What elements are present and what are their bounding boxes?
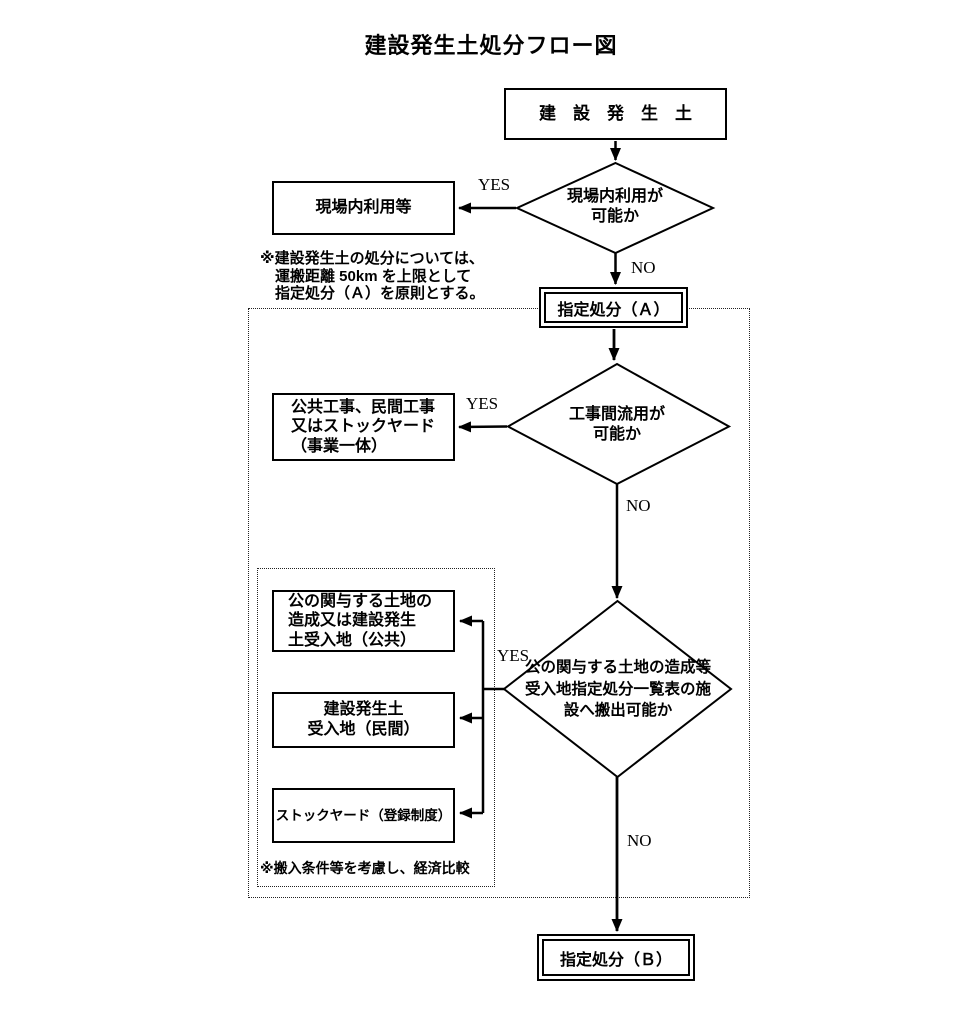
decision2-yes-label: YES [466, 394, 499, 413]
decision1-yes-label: YES [478, 175, 511, 194]
decision1-text: 現場内利用が 可能か [566, 188, 663, 225]
economic-comparison-note: ※搬入条件等を考慮し、経済比較 [260, 860, 470, 876]
designated-disposal-b-node: 指定処分（Ｂ） [537, 934, 695, 981]
decision3-text: 公の関与する土地の造成等 受入地指定処分一覧表の施 設へ搬出可能か [524, 658, 711, 719]
stockyard-node: ストックヤード（登録制度） [272, 788, 455, 843]
receiving-site-options-region [257, 568, 495, 887]
designated-disposal-b-label: 指定処分（Ｂ） [542, 939, 690, 976]
page-title: 建設発生土処分フロー図 [364, 33, 618, 58]
designated-disposal-a-node: 指定処分（Ａ） [539, 287, 688, 328]
decision1-no-label: NO [631, 258, 656, 277]
interproject-use-node: 公共工事、民間工事 又はストックヤード （事業一体） [272, 393, 455, 461]
decision2-no-label: NO [626, 496, 651, 515]
start-node: 建 設 発 生 土 [504, 88, 727, 140]
onsite-use-node: 現場内利用等 [272, 181, 455, 235]
public-land-node: 公の関与する土地の 造成又は建設発生 土受入地（公共） [272, 590, 455, 652]
designated-disposal-a-label: 指定処分（Ａ） [544, 292, 683, 323]
disposal-rule-note: ※建設発生土の処分については、 運搬距離 50km を上限として 指定処分（Ａ）… [260, 250, 485, 302]
private-land-node: 建設発生土 受入地（民間） [272, 692, 455, 748]
decision2-text: 工事間流用が 可能か [568, 406, 665, 443]
arrow-decision2-yes [458, 421, 508, 433]
decision3-yes-label: YES [497, 646, 530, 665]
decision3-no-label: NO [627, 831, 652, 850]
designated-disposal-a-region [248, 308, 750, 898]
